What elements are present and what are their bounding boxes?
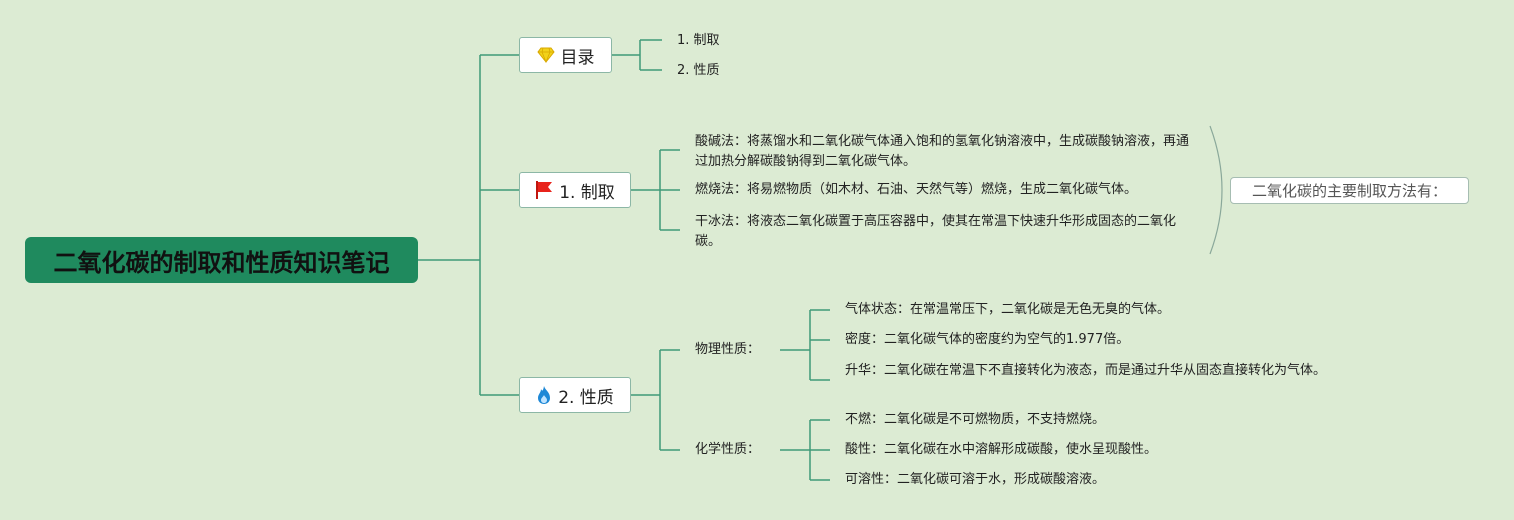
- root-topic[interactable]: 二氧化碳的制取和性质知识笔记: [25, 237, 418, 283]
- physical-properties-label[interactable]: 物理性质：: [695, 342, 761, 357]
- summary-brace: [1209, 125, 1223, 255]
- branch-preparation[interactable]: 1. 制取: [519, 172, 631, 208]
- prep-method-dry-ice[interactable]: 干冰法：将液态二氧化碳置于高压容器中，使其在常温下快速升华形成固态的二氧化碳。: [695, 214, 1177, 249]
- toc-item[interactable]: 1. 制取: [677, 33, 720, 48]
- physical-property-item[interactable]: 气体状态：在常温常压下，二氧化碳是无色无臭的气体。: [845, 302, 1171, 317]
- diamond-icon: [536, 47, 555, 63]
- branch-properties-label: 2. 性质: [558, 387, 614, 408]
- root-title: 二氧化碳的制取和性质知识笔记: [53, 248, 390, 277]
- branch-properties[interactable]: 2. 性质: [519, 377, 631, 413]
- red-flag-icon: [535, 180, 553, 200]
- branch-toc-label: 目录: [560, 47, 595, 68]
- toc-item[interactable]: 2. 性质: [677, 63, 720, 78]
- prep-summary[interactable]: 二氧化碳的主要制取方法有：: [1230, 177, 1469, 204]
- prep-summary-text: 二氧化碳的主要制取方法有：: [1251, 182, 1447, 200]
- branch-preparation-label: 1. 制取: [559, 182, 615, 203]
- fire-icon: [536, 385, 552, 405]
- chemical-property-item[interactable]: 可溶性：二氧化碳可溶于水，形成碳酸溶液。: [845, 472, 1106, 487]
- chemical-property-item[interactable]: 酸性：二氧化碳在水中溶解形成碳酸，使水呈现酸性。: [845, 442, 1158, 457]
- prep-method-acid-base[interactable]: 酸碱法：将蒸馏水和二氧化碳气体通入饱和的氢氧化钠溶液中，生成碳酸钠溶液，再通过加…: [695, 134, 1190, 169]
- branch-toc[interactable]: 目录: [519, 37, 612, 73]
- prep-method-combustion[interactable]: 燃烧法：将易燃物质（如木材、石油、天然气等）燃烧，生成二氧化碳气体。: [695, 182, 1138, 197]
- physical-property-item[interactable]: 升华：二氧化碳在常温下不直接转化为液态，而是通过升华从固态直接转化为气体。: [845, 363, 1327, 378]
- physical-property-item[interactable]: 密度：二氧化碳气体的密度约为空气的1.977倍。: [845, 332, 1130, 347]
- chemical-property-item[interactable]: 不燃：二氧化碳是不可燃物质，不支持燃烧。: [845, 412, 1106, 427]
- chemical-properties-label[interactable]: 化学性质：: [695, 442, 761, 457]
